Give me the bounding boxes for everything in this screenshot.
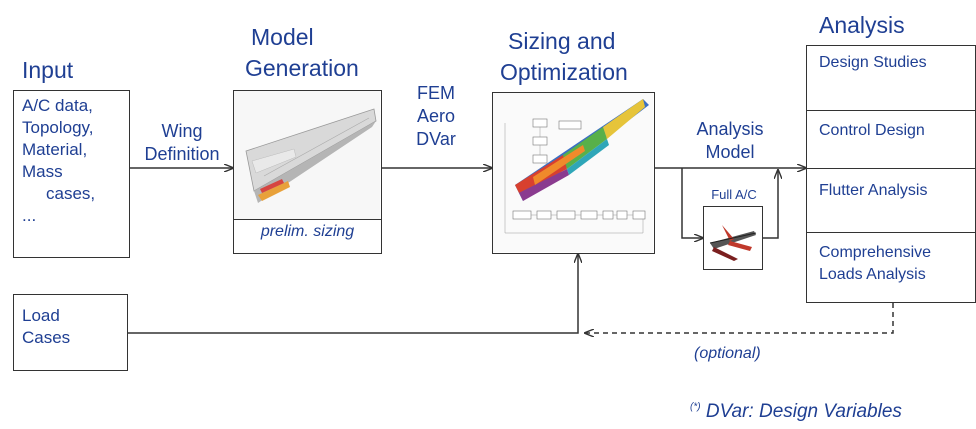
optional-label: (optional) bbox=[694, 345, 761, 362]
model-generation-line: Generation bbox=[245, 55, 359, 81]
analysis-model-line: Model bbox=[705, 142, 755, 162]
analysis-heading: Analysis bbox=[819, 12, 905, 38]
load-cases-label: Load Cases bbox=[22, 305, 70, 349]
analysis-divider bbox=[807, 168, 975, 169]
input-line: Material, bbox=[22, 140, 88, 159]
analysis-item-comprehensive-loads: Comprehensive Loads Analysis bbox=[807, 242, 975, 286]
analysis-item-design-studies: Design Studies bbox=[807, 52, 975, 74]
analysis-model-label: Analysis Model bbox=[680, 118, 780, 164]
sizing-optimization-line: Sizing and bbox=[508, 28, 616, 54]
input-heading: Input bbox=[22, 57, 74, 83]
analysis-item-flutter-analysis: Flutter Analysis bbox=[807, 180, 975, 202]
analysis-item-control-design: Control Design bbox=[807, 120, 975, 142]
fem-aero-dvar-line: DVar bbox=[416, 129, 456, 149]
input-line: cases, bbox=[46, 184, 96, 203]
fem-aero-dvar-line: Aero bbox=[416, 106, 456, 126]
optimization-flowchart-image bbox=[493, 93, 653, 252]
analysis-model-line: Analysis bbox=[696, 119, 764, 139]
analysis-divider bbox=[807, 232, 975, 233]
arrow-load-cases-to-sizing bbox=[128, 254, 578, 334]
sizing-optimization-line: Optimization bbox=[500, 59, 628, 85]
input-line: A/C data, bbox=[22, 96, 93, 115]
input-line: Mass bbox=[22, 162, 63, 181]
input-line: Topology, bbox=[22, 118, 94, 137]
analysis-item-label: Flutter Analysis bbox=[819, 182, 928, 199]
model-generation-box: prelim. sizing bbox=[233, 90, 382, 254]
input-lines: A/C data, Topology, Material, Mass cases… bbox=[22, 95, 95, 227]
footnote: (*) DVar: Design Variables bbox=[690, 401, 902, 423]
fem-aero-dvar-label: FEM Aero DVar bbox=[396, 82, 476, 151]
load-cases-line: Load bbox=[22, 306, 60, 325]
load-cases-box: Load Cases bbox=[13, 294, 128, 371]
analysis-item-label: Loads Analysis bbox=[819, 266, 926, 283]
arrow-full-ac-to-main bbox=[763, 170, 778, 239]
input-line: ... bbox=[22, 206, 37, 225]
sizing-optimization-heading: Sizing and Optimization bbox=[500, 26, 628, 88]
model-generation-divider bbox=[234, 219, 381, 220]
analysis-item-label: Design Studies bbox=[819, 54, 927, 71]
arrow-branch-to-full-ac bbox=[681, 168, 703, 238]
wing-definition-line: Wing bbox=[161, 121, 203, 141]
footnote-text: DVar: Design Variables bbox=[705, 401, 902, 422]
wing-definition-line: Definition bbox=[144, 144, 220, 164]
analysis-box: Design Studies Control Design Flutter An… bbox=[806, 45, 976, 303]
analysis-divider bbox=[807, 110, 975, 111]
sizing-optimization-box bbox=[492, 92, 655, 254]
model-generation-heading: Model Generation bbox=[245, 22, 359, 84]
analysis-item-label: Control Design bbox=[819, 122, 925, 139]
wing-model-image bbox=[234, 91, 380, 219]
full-ac-box bbox=[703, 206, 763, 270]
analysis-item-label: Comprehensive bbox=[819, 244, 932, 261]
model-generation-line: Model bbox=[251, 24, 314, 50]
fem-aero-dvar-line: FEM bbox=[417, 83, 455, 103]
input-box: A/C data, Topology, Material, Mass cases… bbox=[13, 90, 130, 258]
prelim-sizing-label: prelim. sizing bbox=[260, 223, 355, 240]
full-ac-label: Full A/C bbox=[711, 187, 757, 202]
load-cases-line: Cases bbox=[22, 328, 71, 347]
arrow-optional-feedback bbox=[585, 303, 894, 333]
footnote-marker: (*) bbox=[690, 401, 701, 413]
wing-definition-label: Wing Definition bbox=[132, 120, 232, 166]
aircraft-image bbox=[709, 225, 757, 261]
